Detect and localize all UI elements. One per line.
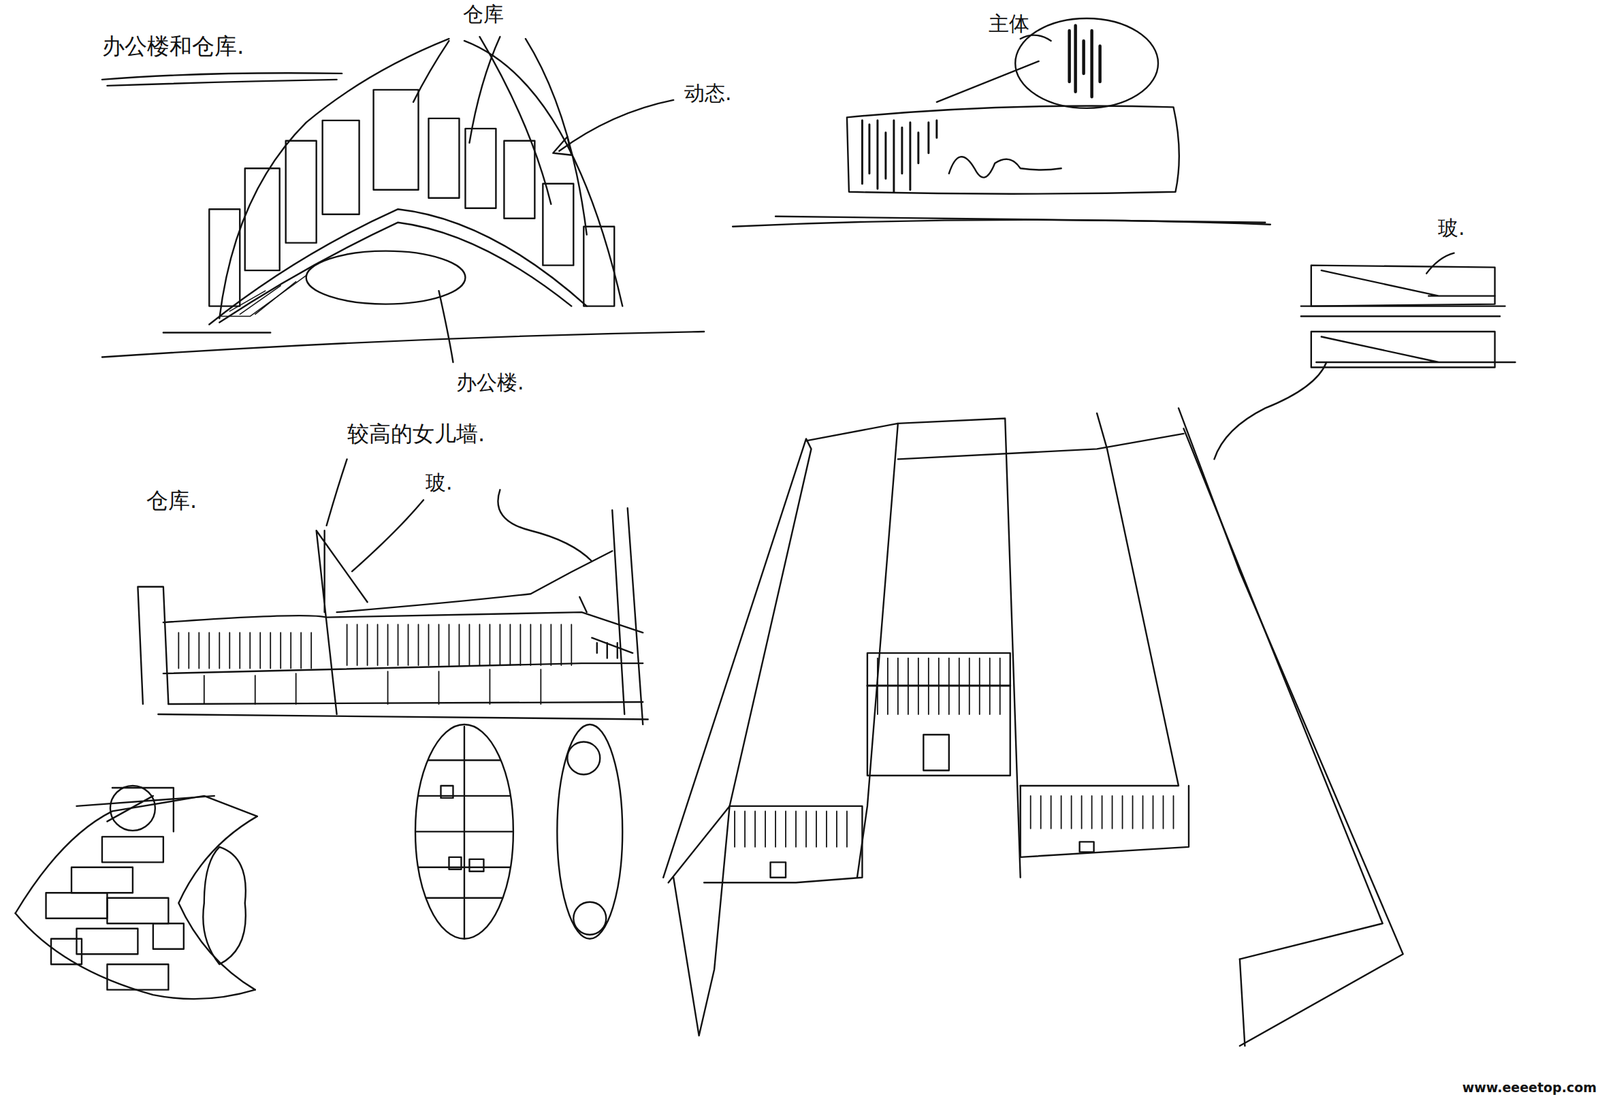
annotation: 办公楼. — [456, 371, 525, 394]
annotation: 较高的女儿墙. — [347, 422, 485, 446]
annotation: 仓库. — [146, 488, 197, 513]
annotation: 仓库 — [462, 2, 504, 26]
annotation: 动态. — [684, 81, 732, 105]
annotation: 玻. — [1437, 216, 1466, 239]
sketch-title: 办公楼和仓库. — [102, 34, 245, 59]
watermark: www.eeeetop.com — [1462, 1080, 1597, 1095]
annotation: 主体 — [988, 12, 1030, 35]
annotation: 玻. — [425, 471, 453, 494]
